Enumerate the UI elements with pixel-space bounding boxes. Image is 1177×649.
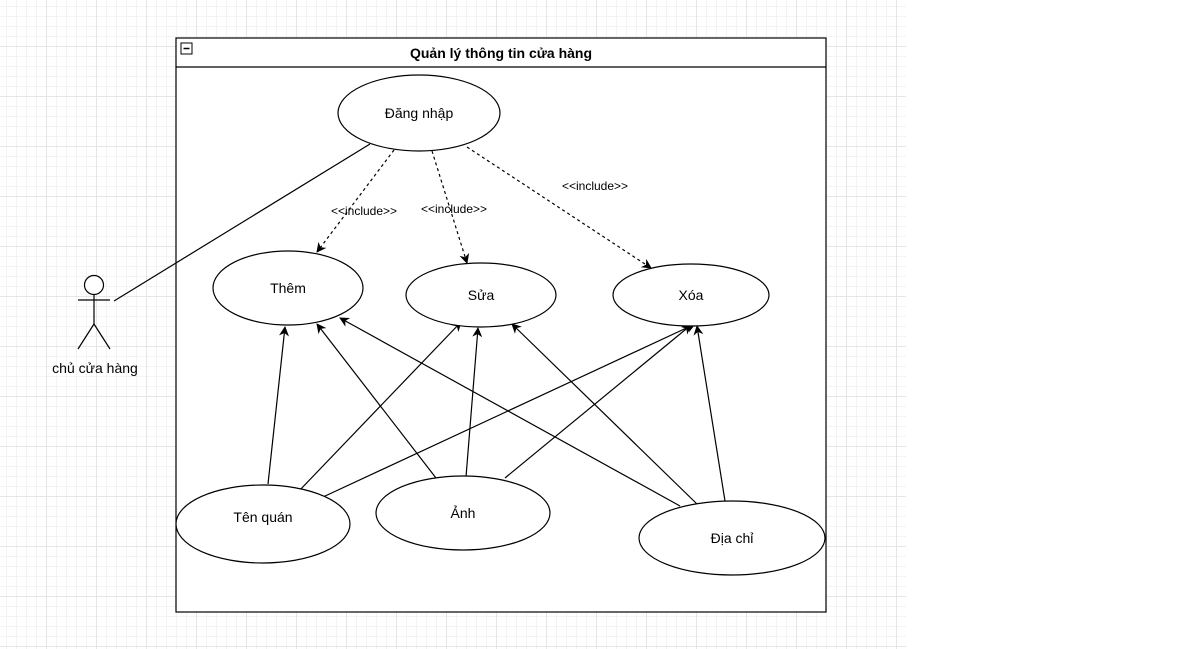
- arrow-image-delete[interactable]: [504, 324, 692, 479]
- usecase-login[interactable]: Đăng nhập: [337, 74, 501, 152]
- usecase-store-name-label: Tên quán: [233, 509, 292, 525]
- usecase-store-name[interactable]: Tên quán: [175, 484, 351, 564]
- system-title: Quản lý thông tin cửa hàng: [410, 45, 592, 61]
- include-label-edit: <<include>>: [421, 202, 487, 216]
- arrow-storename-delete[interactable]: [322, 323, 696, 498]
- collapse-icon[interactable]: [180, 42, 193, 55]
- arrow-storename-edit[interactable]: [297, 321, 462, 493]
- arrow-address-add[interactable]: [339, 317, 681, 507]
- actor-left-leg: [77, 323, 95, 350]
- usecase-address[interactable]: Địa chỉ: [638, 500, 826, 576]
- usecase-edit[interactable]: Sửa: [405, 262, 557, 328]
- arrow-image-edit[interactable]: [465, 327, 483, 478]
- actor-right-leg: [93, 323, 111, 350]
- association-actor-login[interactable]: [113, 143, 371, 302]
- usecase-edit-label: Sửa: [468, 287, 495, 303]
- arrow-storename-add[interactable]: [267, 326, 290, 485]
- usecase-address-label: Địa chỉ: [711, 530, 755, 546]
- actor-label: chủ cửa hàng: [52, 360, 138, 376]
- include-label-delete: <<include>>: [562, 179, 628, 193]
- usecase-login-label: Đăng nhập: [385, 105, 454, 121]
- arrow-address-delete[interactable]: [693, 325, 726, 502]
- usecase-delete-label: Xóa: [679, 287, 704, 303]
- actor-store-owner[interactable]: chủ cửa hàng: [52, 274, 138, 377]
- include-line-login-edit[interactable]: [431, 150, 470, 264]
- include-label-add: <<include>>: [331, 204, 397, 218]
- actor-head: [83, 274, 105, 296]
- usecase-add-label: Thêm: [270, 280, 306, 296]
- usecase-image-label: Ảnh: [451, 505, 476, 521]
- arrow-image-add[interactable]: [316, 323, 437, 479]
- usecase-delete[interactable]: Xóa: [612, 263, 770, 327]
- usecase-image[interactable]: Ảnh: [375, 475, 551, 551]
- arrow-address-edit[interactable]: [511, 323, 698, 505]
- include-line-login-delete[interactable]: [466, 146, 652, 269]
- usecase-add[interactable]: Thêm: [212, 250, 364, 326]
